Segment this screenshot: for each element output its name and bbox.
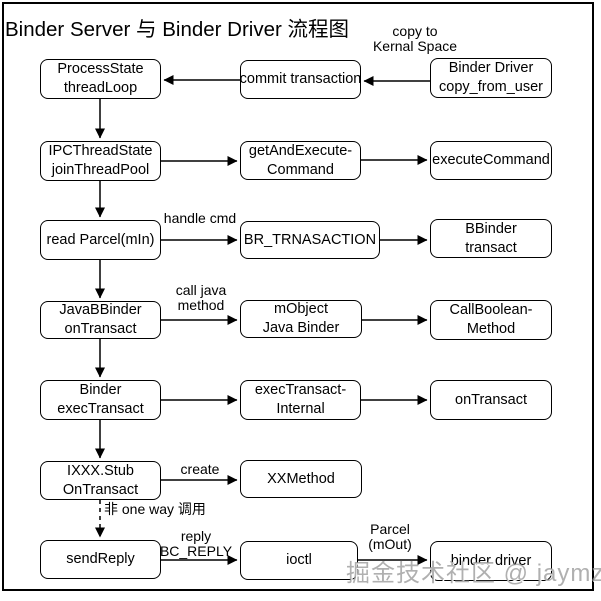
node-binder-driver-copy-from-user: Binder Driver copy_from_user xyxy=(430,58,552,98)
node-label-line: JavaBBinder xyxy=(59,302,142,319)
node-callboolean-method: CallBoolean- Method xyxy=(430,300,552,340)
edge-label-line: method xyxy=(177,296,225,313)
edge-label-line: Parcel xyxy=(370,521,410,537)
node-label-line: copy_from_user xyxy=(439,79,543,95)
node-label-line: joinThreadPool xyxy=(51,162,150,178)
node-processstate-threadloop: ProcessState threadLoop xyxy=(40,59,161,99)
edge-layer xyxy=(95,75,430,565)
node-label-line: getAndExecute- xyxy=(248,142,353,159)
node-label-line: read Parcel(mIn) xyxy=(46,231,155,248)
node-label-line: threadLoop xyxy=(63,80,138,96)
node-label-line: IPCThreadState xyxy=(48,143,153,160)
node-label-line: execTransact xyxy=(57,401,144,417)
node-label-line: Binder xyxy=(79,382,122,399)
node-bbinder-transact: BBinder transact xyxy=(430,219,552,258)
node-label-line: OnTransact xyxy=(62,481,139,498)
node-label-line: onTransact xyxy=(64,321,137,337)
node-label-line: binder driver xyxy=(450,552,532,569)
node-label-line: XXMethod xyxy=(267,470,335,487)
edge-label-line: call java xyxy=(175,282,227,298)
node-label-line: Java Binder xyxy=(262,320,340,336)
node-label-line: mObject xyxy=(274,301,328,318)
node-label-line: BR_TRNASACTION xyxy=(243,231,377,248)
node-label-line: onTransact xyxy=(455,391,527,408)
node-label-line: ProcessState xyxy=(57,61,144,78)
node-label-line: BBinder xyxy=(465,220,517,237)
edge-label-line: 非 one way 调用 xyxy=(104,501,206,517)
node-label-line: commit transaction xyxy=(239,71,362,88)
node-read-parcel-min: read Parcel(mIn) xyxy=(40,220,161,260)
node-label-line: Binder Driver xyxy=(448,60,534,77)
node-ioctl: ioctl xyxy=(240,541,358,580)
node-ipcthreadstate-jointhreadpool: IPCThreadState joinThreadPool xyxy=(40,141,161,181)
node-ontransact: onTransact xyxy=(430,380,552,420)
edge-label-line: (mOut) xyxy=(368,535,412,552)
label-parcel-mout: Parcel(mOut) xyxy=(360,522,420,551)
edge-label-line: reply xyxy=(180,528,212,544)
edge-label-line: copy to xyxy=(392,23,438,39)
node-label-line: Method xyxy=(466,321,516,337)
node-getandexecute-command: getAndExecute- Command xyxy=(240,141,361,180)
diagram-title: Binder Server 与 Binder Driver 流程图 xyxy=(5,18,350,41)
node-binder-driver: binder driver xyxy=(430,541,552,581)
node-label-line: Command xyxy=(267,161,334,178)
node-sendreply: sendReply xyxy=(40,540,161,579)
label-non-one-way: 非 one way 调用 xyxy=(104,502,234,517)
node-binder-exectransact: Binder execTransact xyxy=(40,380,161,420)
label-handle-cmd: handle cmd xyxy=(160,211,240,226)
node-label-line: IXXX.Stub xyxy=(67,462,134,479)
edge-label-line: Kernal Space xyxy=(372,37,458,54)
node-xxmethod: XXMethod xyxy=(240,460,362,498)
node-label-line: sendReply xyxy=(66,551,135,568)
node-label-line: CallBoolean- xyxy=(449,302,533,319)
node-exectransact-internal: execTransact- Internal xyxy=(240,380,361,420)
node-br-trnasaction: BR_TRNASACTION xyxy=(240,221,380,259)
node-label-line: transact xyxy=(465,239,517,256)
node-label-line: execTransact- xyxy=(254,382,347,399)
watermark-text: 掘金技术社区 @ jaymzyang xyxy=(346,560,601,587)
node-commit-transaction: commit transaction xyxy=(240,60,361,99)
node-javabbinder-ontransact: JavaBBinder onTransact xyxy=(40,301,161,339)
edge-label-line: create xyxy=(180,461,220,477)
edge-label-line: handle cmd xyxy=(163,210,237,226)
node-label-line: Internal xyxy=(276,401,325,417)
node-executecommand: executeCommand xyxy=(430,141,552,180)
node-label-line: executeCommand xyxy=(432,152,550,169)
node-label-line: ioctl xyxy=(286,552,312,569)
label-create: create xyxy=(163,462,237,477)
edge-label-line: BC_REPLY xyxy=(159,542,233,559)
